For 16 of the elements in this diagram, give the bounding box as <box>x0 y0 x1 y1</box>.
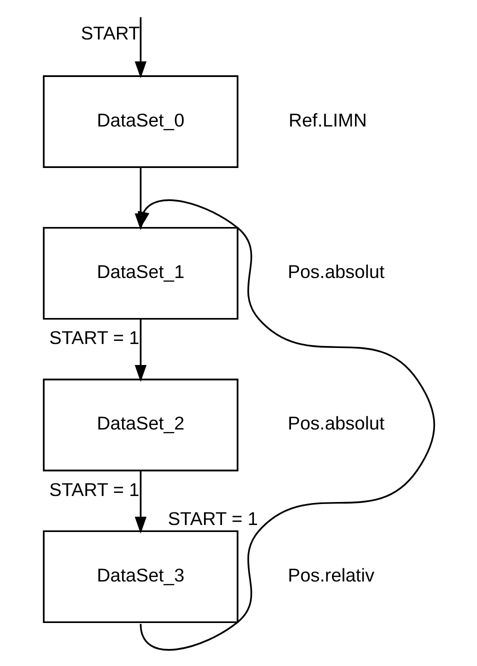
node-box: DataSet_3 <box>42 530 238 624</box>
edge-label: START = 1 <box>167 508 258 530</box>
node-box: DataSet_1 <box>42 226 238 320</box>
node-label: Pos.absolut <box>287 412 384 434</box>
arrow <box>137 199 434 650</box>
node-label: Pos.relativ <box>287 564 374 586</box>
node-box: DataSet_2 <box>42 378 238 472</box>
edge-label: START = 1 <box>48 478 139 500</box>
node-box: DataSet_0 <box>42 75 238 168</box>
node-label: Pos.absolut <box>287 261 384 282</box>
edge-label: START = 1 <box>48 327 139 348</box>
node-label: Ref.LIMN <box>288 109 366 130</box>
arrow <box>134 471 146 534</box>
arrow <box>134 17 146 78</box>
edge-label: START <box>80 22 140 44</box>
arrow <box>134 320 146 382</box>
